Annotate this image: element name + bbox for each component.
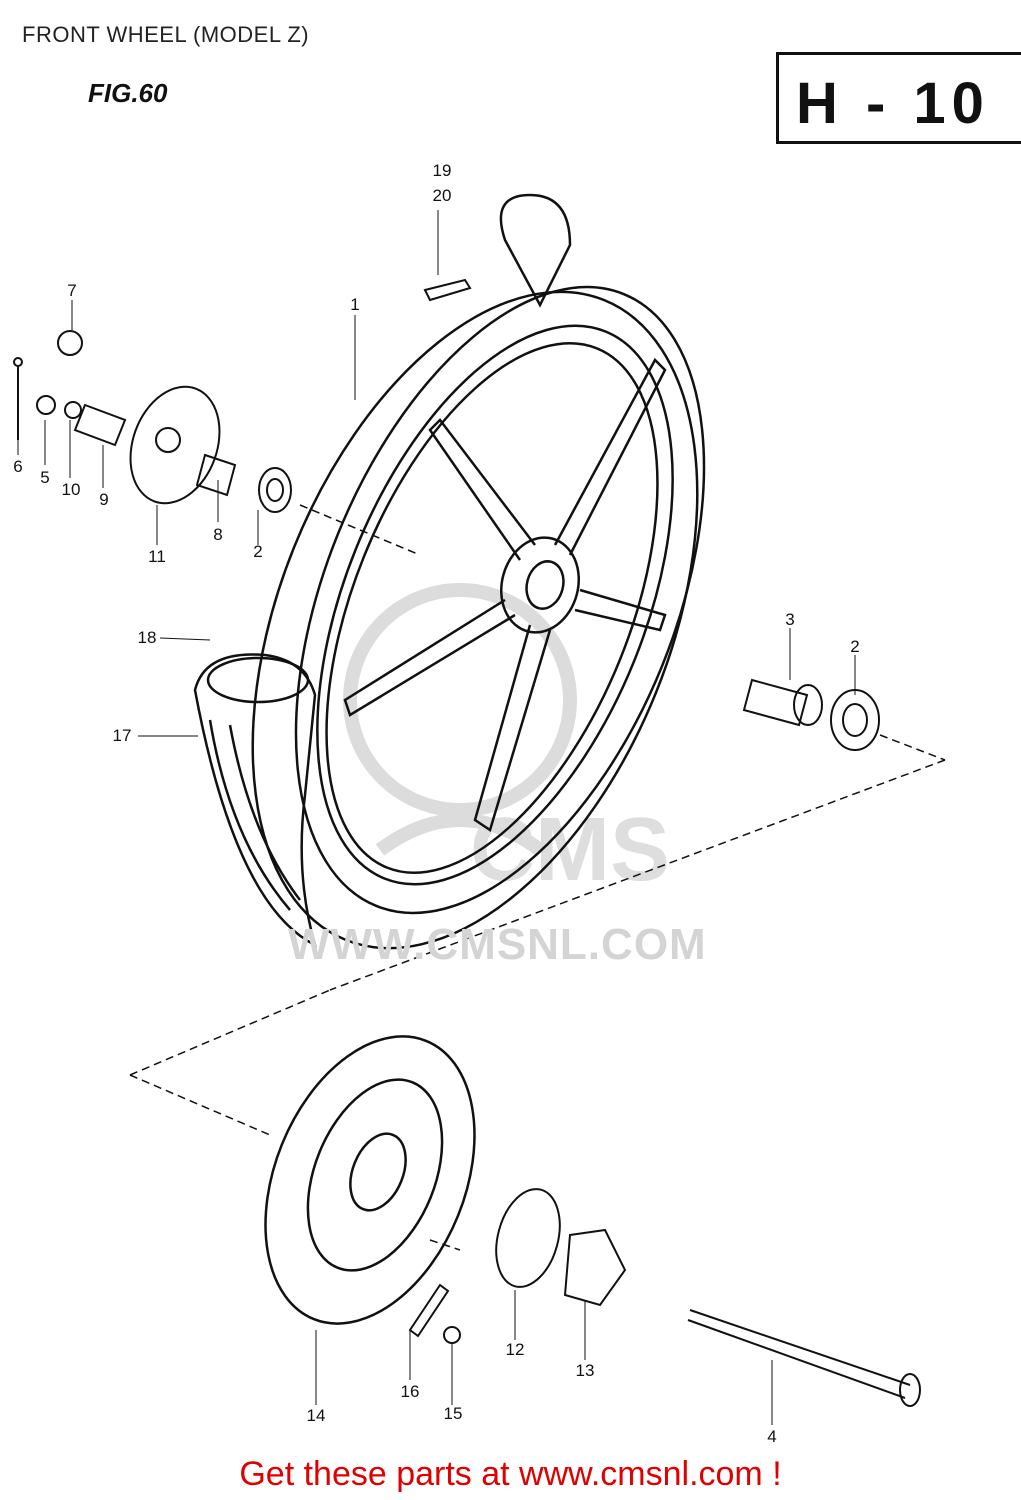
- footer-link[interactable]: Get these parts at www.cmsnl.com !: [239, 1455, 782, 1493]
- callout-20: 20: [432, 186, 452, 205]
- leader-lines: [17, 210, 856, 1425]
- watermark-logo-text: CMS: [470, 800, 670, 900]
- callout-15: 15: [443, 1404, 463, 1423]
- callout-7: 7: [67, 281, 77, 300]
- callout-10: 10: [61, 480, 81, 499]
- watermark-logo: [343, 583, 577, 856]
- callout-14: 14: [306, 1406, 326, 1425]
- watermark-text: WWW.CMSNL.COM: [288, 920, 707, 969]
- diagram-title: FRONT WHEEL (MODEL Z): [22, 22, 310, 47]
- callout-18: 18: [137, 628, 157, 647]
- callout-8: 8: [213, 525, 223, 544]
- callout-19: 19: [432, 161, 452, 180]
- callout-16: 16: [400, 1382, 420, 1401]
- front-axle: [687, 1309, 921, 1407]
- speedometer-seal: [495, 1188, 561, 1288]
- left-hub-parts: [13, 330, 292, 513]
- front-wheel: [193, 193, 706, 950]
- section-code-box: [776, 52, 1021, 144]
- callout-2-right: 2: [850, 637, 860, 656]
- callout-11: 11: [148, 547, 166, 566]
- callout-2-left: 2: [253, 542, 263, 561]
- callout-1: 1: [350, 295, 360, 314]
- callout-4: 4: [767, 1427, 777, 1446]
- callout-9: 9: [99, 490, 109, 509]
- disc-bolt: [443, 1326, 461, 1344]
- callout-17: 17: [112, 726, 132, 745]
- callout-3: 3: [785, 610, 795, 629]
- callout-13: 13: [575, 1361, 595, 1380]
- callout-5: 5: [40, 468, 50, 487]
- valve-parts: [423, 278, 472, 302]
- right-hub-parts: [742, 678, 880, 751]
- figure-number: FIG.60: [88, 78, 168, 108]
- speedometer-gearbox: [563, 1228, 627, 1307]
- brake-disc: [264, 1035, 476, 1325]
- footer-promo: Get these parts at www.cmsnl.com !: [0, 1455, 1021, 1494]
- callout-6: 6: [13, 457, 23, 476]
- section-code: H - 10: [796, 71, 990, 136]
- callout-12: 12: [505, 1340, 525, 1359]
- lock-washer: [408, 1283, 450, 1338]
